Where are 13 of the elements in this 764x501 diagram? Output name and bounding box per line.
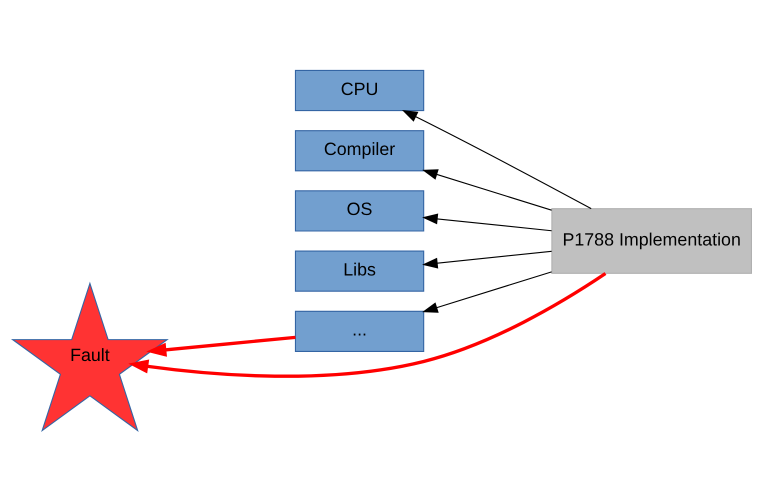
arrow bbox=[128, 272, 606, 378]
node-box: ... bbox=[294, 310, 424, 352]
node-box: CPU bbox=[294, 70, 424, 112]
arrow bbox=[402, 110, 592, 210]
arrow bbox=[422, 213, 552, 232]
arrow bbox=[422, 250, 552, 269]
node-box: Libs bbox=[294, 250, 424, 292]
node-box: Compiler bbox=[294, 130, 424, 172]
node-box: P1788 Implementation bbox=[551, 208, 752, 274]
arrow bbox=[422, 169, 552, 211]
node-box: OS bbox=[294, 190, 424, 232]
arrow bbox=[422, 271, 552, 313]
arrow bbox=[146, 336, 296, 357]
